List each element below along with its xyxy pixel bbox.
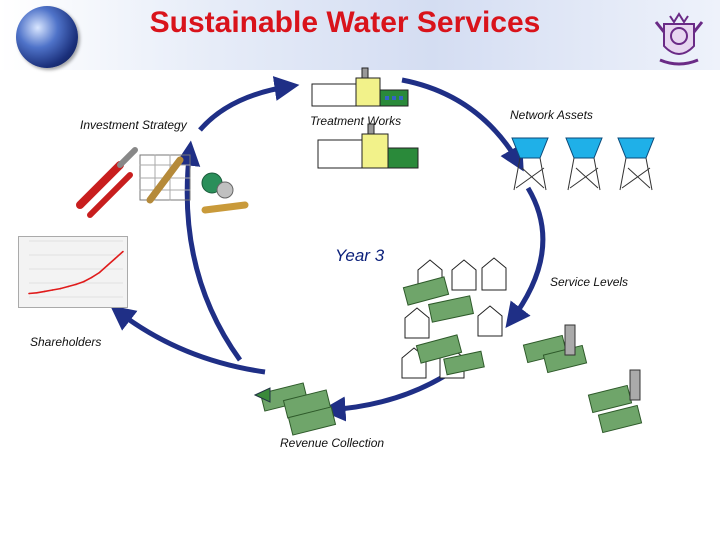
chart-point (83, 280, 85, 283)
chart-point (51, 289, 54, 291)
label-revenue-collection: Revenue Collection (280, 436, 385, 450)
arrow-network-to-service (505, 186, 546, 328)
chart-point (98, 271, 101, 274)
arrow-investment-to-treatment (198, 76, 300, 132)
label-service-levels: Service Levels (550, 275, 629, 289)
shareholder-chart (18, 236, 128, 308)
chart-point (106, 264, 109, 267)
crest-logo (652, 10, 706, 68)
center-year-label: Year 3 (335, 246, 385, 265)
label-network-assets: Network Assets (510, 108, 593, 122)
arrow-treatment-to-network (401, 77, 524, 172)
chart-point (28, 292, 30, 295)
chart-point (67, 285, 69, 288)
label-treatment-works: Treatment Works (310, 114, 402, 128)
chart-canvas (28, 240, 124, 298)
chart-point (43, 290, 46, 293)
chart-point (59, 287, 62, 290)
label-investment-strategy: Investment Strategy (80, 118, 187, 132)
chart-point (114, 257, 116, 260)
globe-logo (16, 6, 78, 68)
chart-point (90, 276, 93, 279)
label-shareholders: Shareholders (30, 335, 102, 349)
chart-point (122, 250, 124, 253)
chart-point (75, 283, 77, 286)
title-band (0, 0, 720, 70)
page-title: Sustainable Water Services (149, 6, 541, 39)
chart-point (36, 292, 38, 294)
arrow-revenue-to-shareholders (110, 305, 266, 375)
